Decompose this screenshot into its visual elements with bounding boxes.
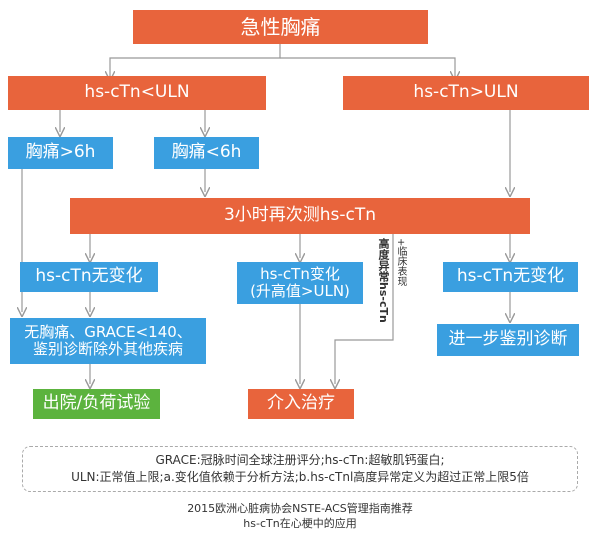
source-line1: 2015欧洲心脏病协会NSTE-ACS管理指南推荐 xyxy=(187,502,413,515)
discharge-text: 出院/负荷试验 xyxy=(42,393,151,414)
branch-high-box: hs-cTn>ULN xyxy=(343,76,589,110)
intervention-text: 介入治疗 xyxy=(267,393,335,414)
no-change-right-text: hs-cTn无变化 xyxy=(456,266,565,287)
further-dx-box: 进一步鉴别诊断 xyxy=(437,324,579,356)
pain-under-6h-box: 胸痛<6h xyxy=(154,137,259,169)
pain-over-6h-text: 胸痛>6h xyxy=(25,142,96,163)
retest-box: 3小时再次测hs-cTn xyxy=(70,198,530,234)
no-change-left-box: hs-cTn无变化 xyxy=(20,262,158,292)
title-box: 急性胸痛 xyxy=(133,10,428,44)
title-text: 急性胸痛 xyxy=(240,14,321,39)
no-pain-box: 无胸痛、GRACE<140、 鉴别诊断除外其他疾病 xyxy=(10,318,206,364)
retest-text: 3小时再次测hs-cTn xyxy=(223,205,377,226)
branch-low-box: hs-cTn<ULN xyxy=(8,76,266,110)
pain-over-6h-box: 胸痛>6h xyxy=(8,137,113,169)
change-line1: hs-cTn变化 xyxy=(260,264,340,283)
source-line2: hs-cTn在心梗中的应用 xyxy=(243,517,357,530)
branch-high-text: hs-cTn>ULN xyxy=(413,82,519,103)
no-change-right-box: hs-cTn无变化 xyxy=(443,262,578,292)
notes-line1: GRACE:冠脉时间全球注册评分;hs-cTn:超敏肌钙蛋白; xyxy=(155,453,445,467)
further-dx-text: 进一步鉴别诊断 xyxy=(448,329,568,350)
change-line2: (升高值>ULN) xyxy=(250,282,350,300)
side-label-bold: 高度异常hs-cTn xyxy=(377,238,390,323)
no-pain-line1: 无胸痛、GRACE<140、 xyxy=(24,322,192,341)
branch-low-text: hs-cTn<ULN xyxy=(84,82,190,103)
intervention-box: 介入治疗 xyxy=(248,389,354,419)
side-label-plus: +临床表现 xyxy=(395,238,406,287)
notes-line2: ULN:正常值上限;a.变化值依赖于分析方法;b.hs-cTnl高度异常定义为超… xyxy=(71,470,529,484)
no-change-left-text: hs-cTn无变化 xyxy=(35,266,143,287)
pain-under-6h-text: 胸痛<6h xyxy=(171,142,242,163)
no-pain-line2: 鉴别诊断除外其他疾病 xyxy=(32,340,183,358)
discharge-box: 出院/负荷试验 xyxy=(33,389,160,419)
notes-box: GRACE:冠脉时间全球注册评分;hs-cTn:超敏肌钙蛋白; ULN:正常值上… xyxy=(22,446,578,492)
change-box: hs-cTn变化 (升高值>ULN) xyxy=(237,262,363,304)
